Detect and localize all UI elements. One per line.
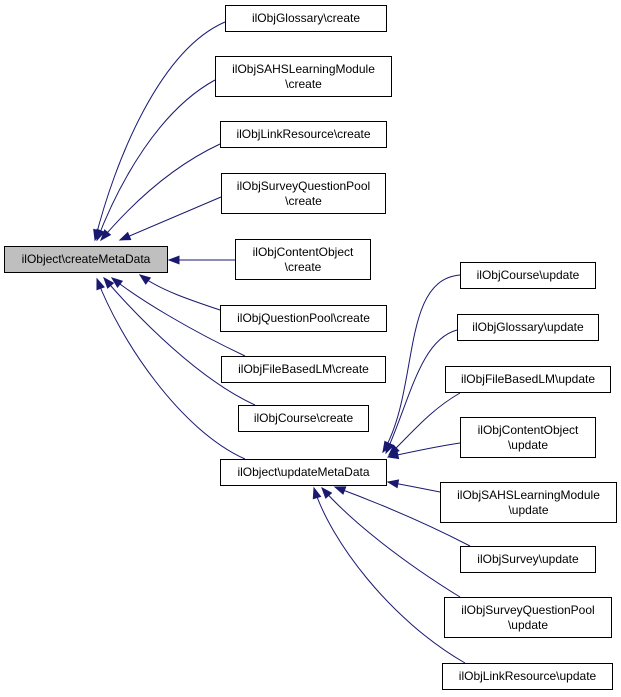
edge-sahs_create-to-create_meta [96, 79, 216, 242]
edge-line [313, 487, 466, 664]
edge-update_meta-to-create_meta [96, 277, 246, 460]
edge-filelm_update-to-update_meta [387, 392, 461, 456]
arrowhead-icon [138, 274, 152, 285]
node-label-line: ilObjCourse\update [476, 268, 580, 282]
node-label-line: \update [508, 502, 549, 517]
node-label-line: \update [507, 617, 549, 632]
node-link-create[interactable]: ilObjLinkResource\create [220, 121, 387, 148]
node-label-line: \create [285, 193, 322, 208]
edge-course_update-to-update_meta [382, 274, 461, 454]
node-surveyqp-update[interactable]: ilObjSurveyQuestionPool\update [444, 597, 612, 638]
arrowhead-icon [118, 231, 132, 241]
node-label-line: ilObjSurveyQuestionPool [236, 178, 371, 193]
edge-content_create-to-create_meta [167, 255, 235, 265]
edge-line [334, 486, 471, 547]
edge-link_update-to-update_meta [312, 486, 466, 664]
arrowhead-icon [96, 277, 105, 291]
arrowhead-icon [110, 277, 124, 289]
node-course-update[interactable]: ilObjCourse\update [460, 262, 596, 289]
node-surveyqp-create[interactable]: ilObjSurveyQuestionPool\create [221, 173, 386, 214]
edge-survey_update-to-update_meta [333, 486, 471, 547]
edge-line [139, 274, 221, 311]
node-label-line: ilObjSAHSLearningModule [232, 61, 375, 76]
arrowhead-icon [386, 479, 400, 489]
node-label-line: \update [507, 437, 549, 452]
edge-line [96, 79, 216, 241]
node-label-line: ilObjFileBasedLM\create [238, 362, 369, 376]
node-glossary-create[interactable]: ilObjGlossary\create [225, 5, 387, 32]
arrowhead-icon [167, 255, 180, 265]
node-link-update[interactable]: ilObjLinkResource\update [442, 663, 613, 690]
node-label-line: ilObjGlossary\update [472, 320, 584, 334]
edge-glossary_update-to-update_meta [385, 329, 458, 455]
node-label-line: ilObjSurveyQuestionPool [461, 602, 595, 617]
arrowhead-icon [103, 276, 115, 289]
node-label-line: ilObjCourse\create [253, 411, 354, 425]
arrowhead-icon [321, 486, 333, 499]
node-create-meta[interactable]: ilObject\createMetaData [4, 246, 168, 273]
edge-link_create-to-create_meta [100, 143, 221, 242]
edge-line [94, 21, 226, 241]
node-qpool-create[interactable]: ilObjQuestionPool\create [220, 305, 387, 332]
edge-line [382, 274, 461, 453]
node-label-line: ilObjLinkResource\update [458, 669, 597, 683]
edge-line [100, 143, 221, 241]
node-label-line: ilObjSAHSLearningModule [457, 487, 600, 502]
edge-line [321, 487, 461, 598]
arrowhead-icon [100, 229, 112, 242]
node-label-line: ilObject\updateMetaData [237, 465, 370, 479]
edge-line [385, 329, 458, 454]
node-sahs-create[interactable]: ilObjSAHSLearningModule\create [215, 56, 392, 97]
edge-glossary_create-to-create_meta [93, 21, 226, 242]
edge-qpool_create-to-create_meta [138, 274, 221, 311]
node-filelm-update[interactable]: ilObjFileBasedLM\update [445, 366, 611, 393]
node-label-line: ilObjFileBasedLM\update [460, 372, 596, 386]
node-label-line: ilObjQuestionPool\create [237, 311, 370, 325]
edge-course_create-to-create_meta [103, 276, 256, 406]
edge-filelm_create-to-create_meta [110, 277, 246, 357]
node-label-line: ilObjContentObject [252, 244, 354, 259]
arrowhead-icon [333, 486, 347, 495]
edge-surveyqp_create-to-create_meta [118, 196, 222, 241]
arrowhead-icon [312, 486, 322, 500]
node-label-line: \create [285, 76, 322, 91]
node-label-line: ilObjSurvey\update [477, 552, 579, 566]
node-label-line: \create [284, 259, 322, 274]
edge-content_update-to-update_meta [386, 442, 461, 460]
arrowhead-icon [96, 228, 105, 242]
edge-line [96, 278, 246, 460]
node-filelm-create[interactable]: ilObjFileBasedLM\create [221, 356, 386, 383]
node-glossary-update[interactable]: ilObjGlossary\update [457, 314, 599, 341]
node-label-line: ilObjGlossary\create [251, 11, 361, 25]
edge-surveyqp_update-to-update_meta [321, 486, 461, 598]
node-sahs-update[interactable]: ilObjSAHSLearningModule\update [440, 482, 617, 523]
node-update-meta[interactable]: ilObject\updateMetaData [220, 459, 387, 486]
edge-line [119, 196, 222, 241]
edge-line [111, 277, 246, 357]
node-survey-update[interactable]: ilObjSurvey\update [460, 546, 596, 573]
arrowhead-icon [385, 441, 395, 455]
edge-line [388, 392, 461, 456]
node-label-line: ilObjContentObject [477, 422, 579, 437]
node-label-line: ilObject\createMetaData [21, 252, 151, 266]
node-content-create[interactable]: ilObjContentObject\create [235, 239, 371, 280]
node-label-line: ilObjLinkResource\create [236, 127, 371, 141]
edge-sahs_update-to-update_meta [386, 479, 441, 493]
edge-line [103, 277, 256, 406]
arrowhead-icon [386, 450, 400, 460]
node-content-update[interactable]: ilObjContentObject\update [460, 417, 596, 458]
node-course-create[interactable]: ilObjCourse\create [238, 405, 369, 432]
